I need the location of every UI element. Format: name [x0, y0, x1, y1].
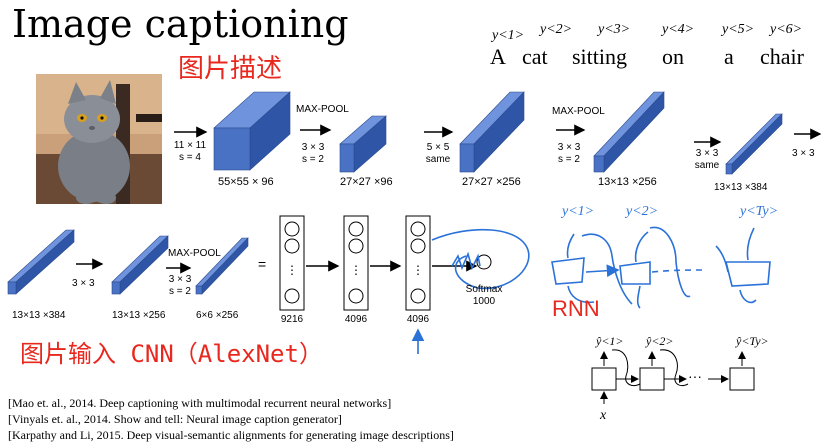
conv-volume-8: [195, 237, 249, 295]
softmax-text: Softmax: [465, 284, 503, 295]
svg-text:⋮: ⋮: [350, 263, 362, 277]
volume-label: 13×13 ×256: [598, 176, 657, 188]
op-kernel: 3 × 3: [557, 142, 581, 153]
rnn-yhat-label: ŷ<Ty>: [736, 334, 769, 348]
reference-line: [Vinyals et. al., 2014. Show and tell: N…: [8, 412, 342, 426]
op-label-pool1: 3 × 3 s = 2: [296, 142, 330, 166]
op-stride: s = 2: [302, 154, 324, 165]
op-label-conv1: 11 × 11 s = 4: [168, 140, 212, 164]
caption-y-label: y<5>: [722, 22, 755, 37]
op-label-conv4: 3 × 3: [792, 148, 815, 159]
reference-line: [Karpathy and Li, 2015. Deep visual-sema…: [8, 428, 454, 442]
cnn-label: 图片输入 CNN（AlexNet）: [20, 340, 323, 368]
op-label-conv3: 3 × 3 same: [690, 148, 724, 172]
caption-word: A: [490, 44, 506, 69]
conv-volume-3: [459, 91, 525, 173]
maxpool-label: MAX-POOL: [552, 106, 605, 117]
volume-label: 13×13 ×384: [714, 182, 768, 193]
op-kernel: 11 × 11: [173, 140, 207, 151]
reference-line: [Mao et. al., 2014. Deep captioning with…: [8, 396, 392, 410]
caption-word: on: [662, 44, 684, 69]
equals-sign: =: [258, 256, 267, 272]
conv-volume-1: [213, 91, 291, 171]
fc-layer-4096-a: ⋮: [343, 215, 369, 311]
op-label-conv2: 5 × 5 same: [420, 142, 456, 166]
handwritten-y-label: y<Ty>: [740, 204, 779, 219]
rnn-unrolled-diagram: [591, 349, 755, 404]
caption-word: chair: [760, 44, 804, 69]
op-label-pool2: 3 × 3 s = 2: [552, 142, 586, 166]
volume-label: 27×27 ×256: [462, 176, 521, 188]
conv-volume-5: [725, 113, 783, 175]
subtitle-chinese: 图片描述: [178, 54, 283, 84]
op-stride: s = 4: [179, 152, 201, 163]
caption-word: sitting: [572, 44, 628, 69]
handwritten-y-label: y<1>: [562, 204, 595, 219]
svg-text:⋮: ⋮: [286, 263, 298, 277]
op-kernel: 3 × 3: [168, 274, 192, 285]
fc-size-label: 9216: [280, 314, 304, 325]
rnn-label: RNN: [552, 296, 600, 321]
rnn-yhat-label: ŷ<2>: [646, 334, 674, 348]
fc-size-label: 4096: [406, 314, 430, 325]
op-stride: s = 2: [169, 286, 191, 297]
caption-y-label: y<2>: [540, 22, 573, 37]
svg-text:⋮: ⋮: [412, 263, 424, 277]
volume-label: 55×55 × 96: [218, 176, 274, 188]
slide-title: Image captioning: [12, 2, 349, 46]
volume-label: 27×27 ×96: [340, 176, 393, 188]
softmax-label: Softmax 1000: [462, 284, 506, 308]
softmax-size: 1000: [472, 296, 496, 307]
caption-y-label: y<1>: [492, 28, 525, 43]
rnn-dots: ···: [688, 368, 702, 384]
volume-label: 6×6 ×256: [196, 310, 239, 321]
fc-layer-4096-b: ⋮: [405, 215, 431, 311]
rnn-x-label: x: [600, 408, 607, 423]
op-stride: s = 2: [558, 154, 580, 165]
fc-size-label: 4096: [344, 314, 368, 325]
op-label-pool3: 3 × 3 s = 2: [164, 274, 196, 298]
volume-label: 13×13 ×384: [12, 310, 66, 321]
op-kernel: 5 × 5: [426, 142, 450, 153]
caption-y-label: y<3>: [598, 22, 631, 37]
caption-word: a: [724, 44, 734, 69]
handwritten-y-label: y<2>: [626, 204, 659, 219]
caption-y-label: y<6>: [770, 22, 803, 37]
rnn-yhat-label: ŷ<1>: [596, 334, 624, 348]
conv-volume-2: [339, 115, 387, 173]
conv-volume-7: [111, 235, 169, 295]
maxpool-label: MAX-POOL: [168, 248, 221, 259]
op-padding: same: [425, 154, 451, 165]
caption-y-label: y<4>: [662, 22, 695, 37]
input-cat-image: [36, 74, 162, 204]
conv-volume-6: [7, 229, 75, 295]
volume-label: 13×13 ×256: [112, 310, 166, 321]
maxpool-label: MAX-POOL: [296, 104, 349, 115]
op-kernel: 3 × 3: [695, 148, 719, 159]
op-label-conv5: 3 × 3: [72, 278, 95, 289]
conv-volume-4: [593, 91, 665, 173]
op-padding: same: [694, 160, 720, 171]
fc-layer-9216: ⋮: [279, 215, 305, 311]
handwritten-annotations: [411, 226, 771, 354]
op-kernel: 3 × 3: [301, 142, 325, 153]
caption-word: cat: [522, 44, 548, 69]
